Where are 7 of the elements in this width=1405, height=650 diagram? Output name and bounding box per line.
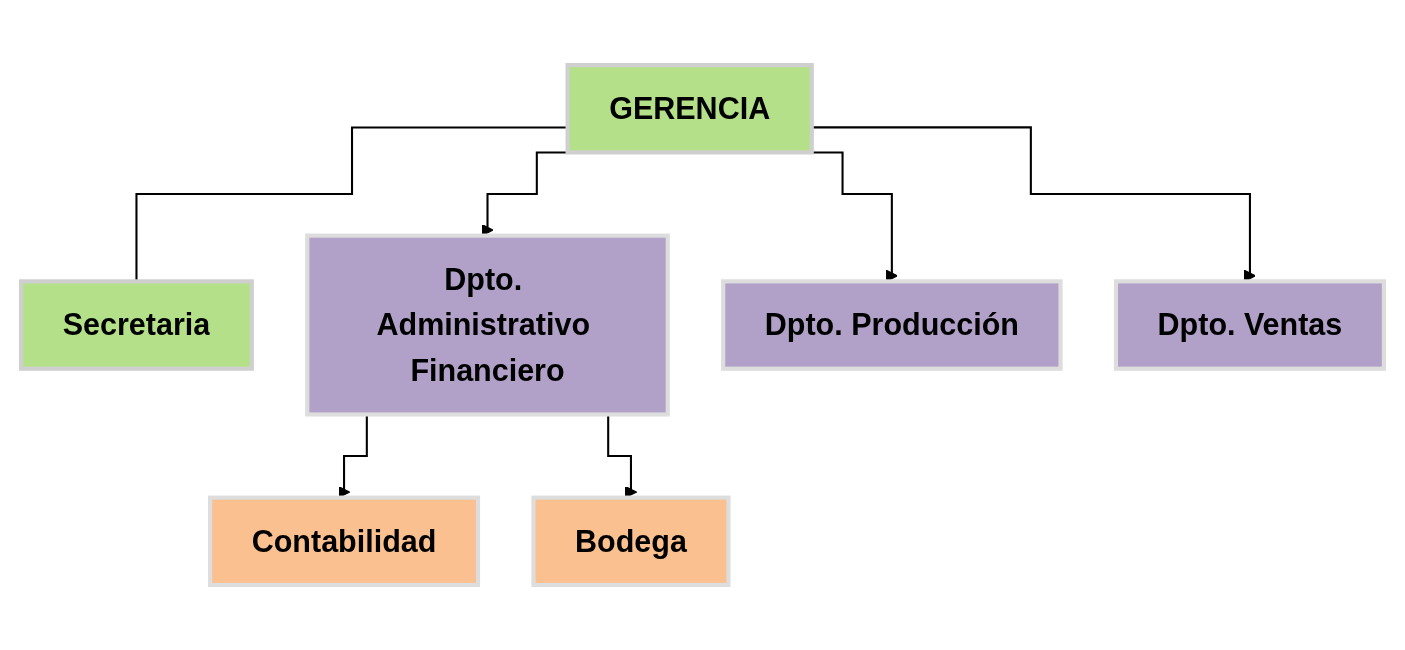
node-box: Bodega bbox=[531, 495, 731, 588]
node-box: Secretaria bbox=[19, 279, 254, 371]
node-box: Dpto. Ventas bbox=[1113, 279, 1386, 371]
node-box: Dpto. Administrativo Financiero bbox=[305, 233, 670, 417]
node-box: GERENCIA bbox=[565, 63, 814, 155]
node-box: Dpto. Producción bbox=[721, 279, 1063, 371]
node-box: Contabilidad bbox=[208, 495, 481, 588]
